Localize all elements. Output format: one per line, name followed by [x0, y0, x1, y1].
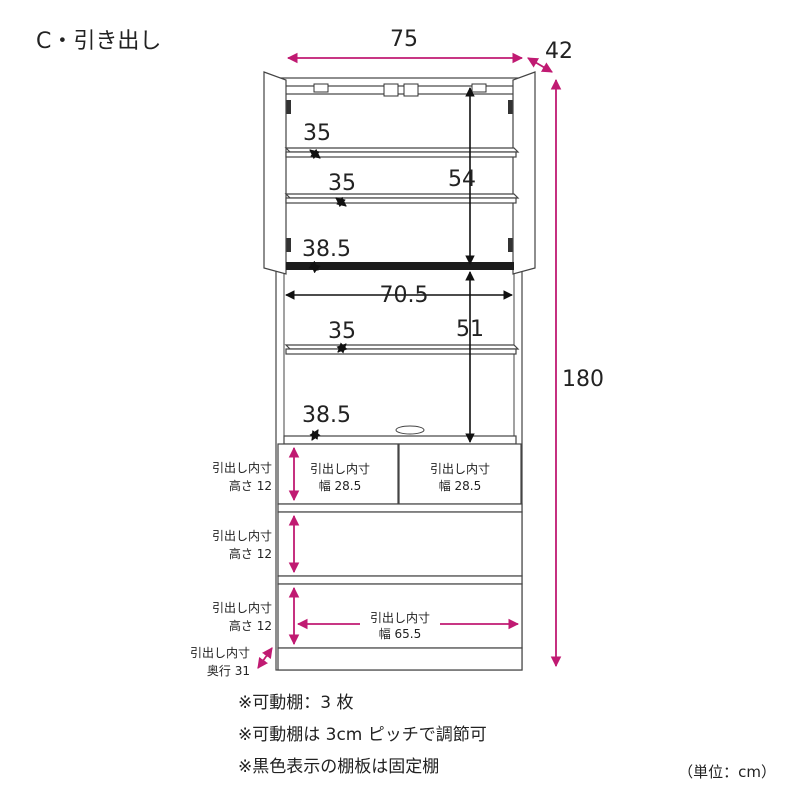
- drawer-width-label: 幅 28.5: [439, 478, 482, 493]
- drawer-label: 引出し内寸: [190, 646, 250, 660]
- drawer-label: 引出し内寸: [212, 529, 272, 543]
- drawer-width-label: 幅 28.5: [319, 478, 362, 493]
- height-label: 180: [562, 367, 604, 392]
- upper-inner-height-label: 54: [448, 167, 476, 192]
- lower-inner-height-label: 51: [456, 317, 484, 342]
- drawer-height-label: 高さ 12: [229, 546, 272, 561]
- drawer-bottom: [277, 583, 523, 649]
- unit-label: （単位：cm）: [678, 763, 776, 781]
- shelf-depth-label: 38.5: [302, 403, 351, 428]
- shelf-3: [284, 344, 520, 355]
- shelf-depth-label: 35: [328, 319, 356, 344]
- depth-label: 42: [545, 39, 573, 64]
- note-line: ※可動棚は 3cm ピッチで調節可: [238, 725, 487, 745]
- drawer-height-label: 高さ 12: [229, 618, 272, 633]
- drawer-label: 引出し内寸: [212, 601, 272, 615]
- drawer-label: 引出し内寸: [370, 611, 430, 625]
- drawer-depth-label: 奥行 31: [207, 664, 250, 678]
- shelf-depth-label: 35: [328, 171, 356, 196]
- note-line: ※可動棚：3 枚: [238, 693, 353, 713]
- drawer-label: 引出し内寸: [430, 462, 490, 476]
- drawer-middle: [277, 511, 523, 577]
- inner-width-label: 70.5: [380, 283, 429, 308]
- fixed-shelf: [286, 262, 514, 270]
- drawer-height-label: 高さ 12: [229, 478, 272, 493]
- shelf-depth-label: 38.5: [302, 237, 351, 262]
- hinge-icon: [286, 83, 513, 252]
- drawer-label: 引出し内寸: [212, 461, 272, 475]
- width-label: 75: [390, 27, 418, 52]
- drawer-width-label: 幅 65.5: [379, 626, 422, 641]
- drawer-top-right: [398, 443, 522, 505]
- diagram-title: C・引き出し: [36, 29, 161, 54]
- shelf-2: [284, 193, 520, 204]
- drawer-label: 引出し内寸: [310, 462, 370, 476]
- note-line: ※黒色表示の棚板は固定棚: [238, 757, 439, 777]
- shelf-depth-label: 35: [303, 121, 331, 146]
- right-door: [512, 71, 536, 275]
- shelf-1: [284, 147, 520, 158]
- left-door: [263, 71, 287, 275]
